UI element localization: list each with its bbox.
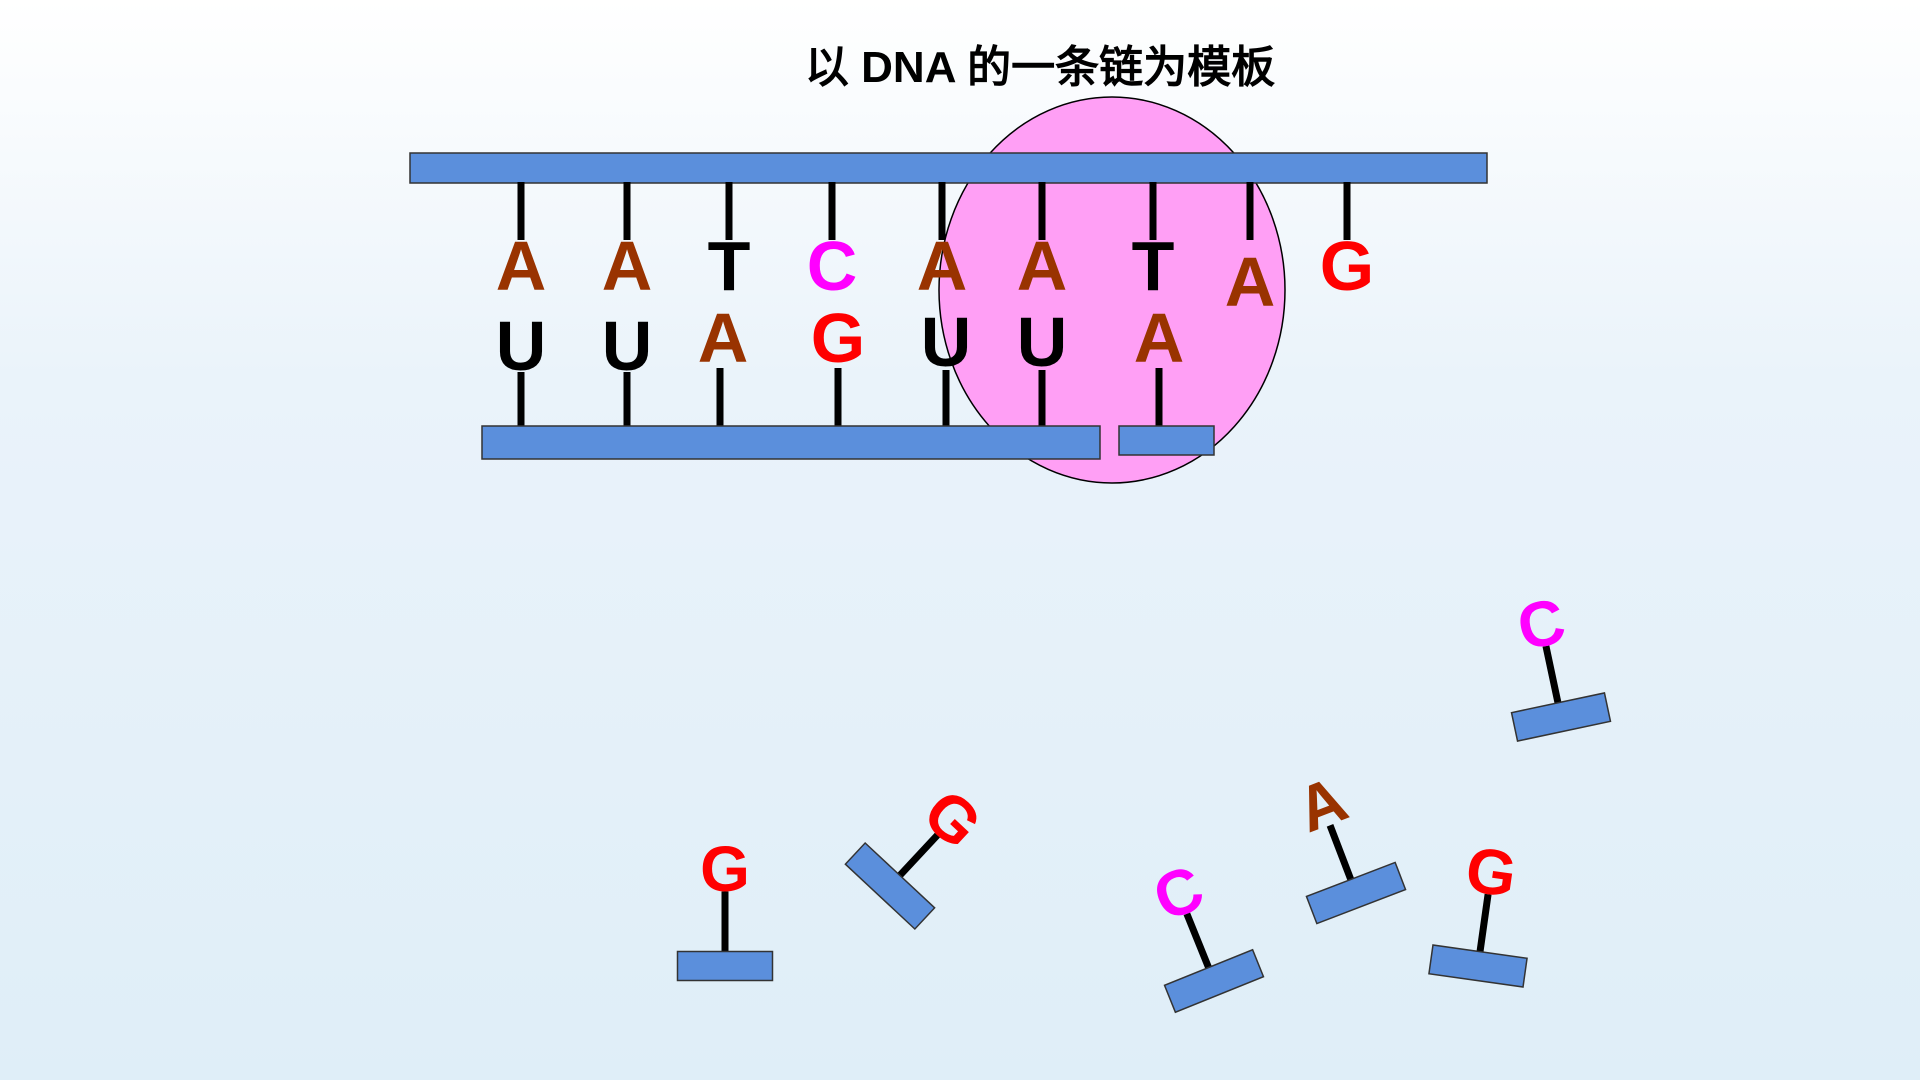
template-base: A	[1225, 243, 1276, 321]
free-nucleotide-backbone	[1510, 692, 1612, 742]
template-strand-backbone	[409, 152, 1488, 184]
rna-polymerase	[938, 96, 1286, 484]
free-nucleotide-base: G	[1462, 833, 1521, 911]
template-base: T	[708, 227, 751, 305]
free-nucleotide: C	[1510, 584, 1612, 742]
free-nucleotide-bond	[1326, 824, 1355, 881]
free-nucleotide: G	[676, 833, 774, 982]
free-nucleotide-bond	[1476, 893, 1492, 953]
rna-base: A	[1134, 299, 1185, 377]
template-base: A	[496, 227, 547, 305]
free-nucleotide: A	[1287, 762, 1407, 925]
template-base: C	[807, 227, 858, 305]
rna-base: A	[698, 299, 749, 377]
free-nucleotide-base: C	[1143, 851, 1213, 935]
diagram-title: 以 DNA 的一条链为模板	[805, 43, 1275, 92]
free-nucleotide-backbone	[1428, 944, 1528, 988]
free-nucleotide-backbone	[1163, 948, 1265, 1014]
rna-new-nucleotide-backbone	[1118, 425, 1215, 456]
rna-base: G	[811, 299, 865, 377]
rna-base: U	[1017, 303, 1068, 381]
template-base: G	[1320, 227, 1374, 305]
free-nucleotide-backbone	[844, 841, 936, 931]
rna-strand-backbone	[481, 425, 1101, 460]
template-base: T	[1132, 227, 1175, 305]
free-nucleotide-bond	[1542, 645, 1562, 704]
free-nucleotide-backbone	[1305, 861, 1407, 925]
free-nucleotide-backbone	[676, 950, 774, 982]
free-nucleotide-bond	[897, 832, 940, 878]
rna-base: U	[921, 303, 972, 381]
template-base: A	[602, 227, 653, 305]
free-nucleotide-base: A	[1287, 762, 1356, 846]
free-nucleotide-bond	[1183, 912, 1212, 969]
template-base: A	[917, 227, 968, 305]
template-base: A	[1017, 227, 1068, 305]
free-nucleotide-base: C	[1511, 584, 1571, 664]
free-nucleotide: G	[844, 775, 995, 931]
free-nucleotide: C	[1143, 851, 1265, 1014]
free-nucleotide-base: G	[700, 833, 750, 905]
free-nucleotide: G	[1428, 833, 1528, 988]
